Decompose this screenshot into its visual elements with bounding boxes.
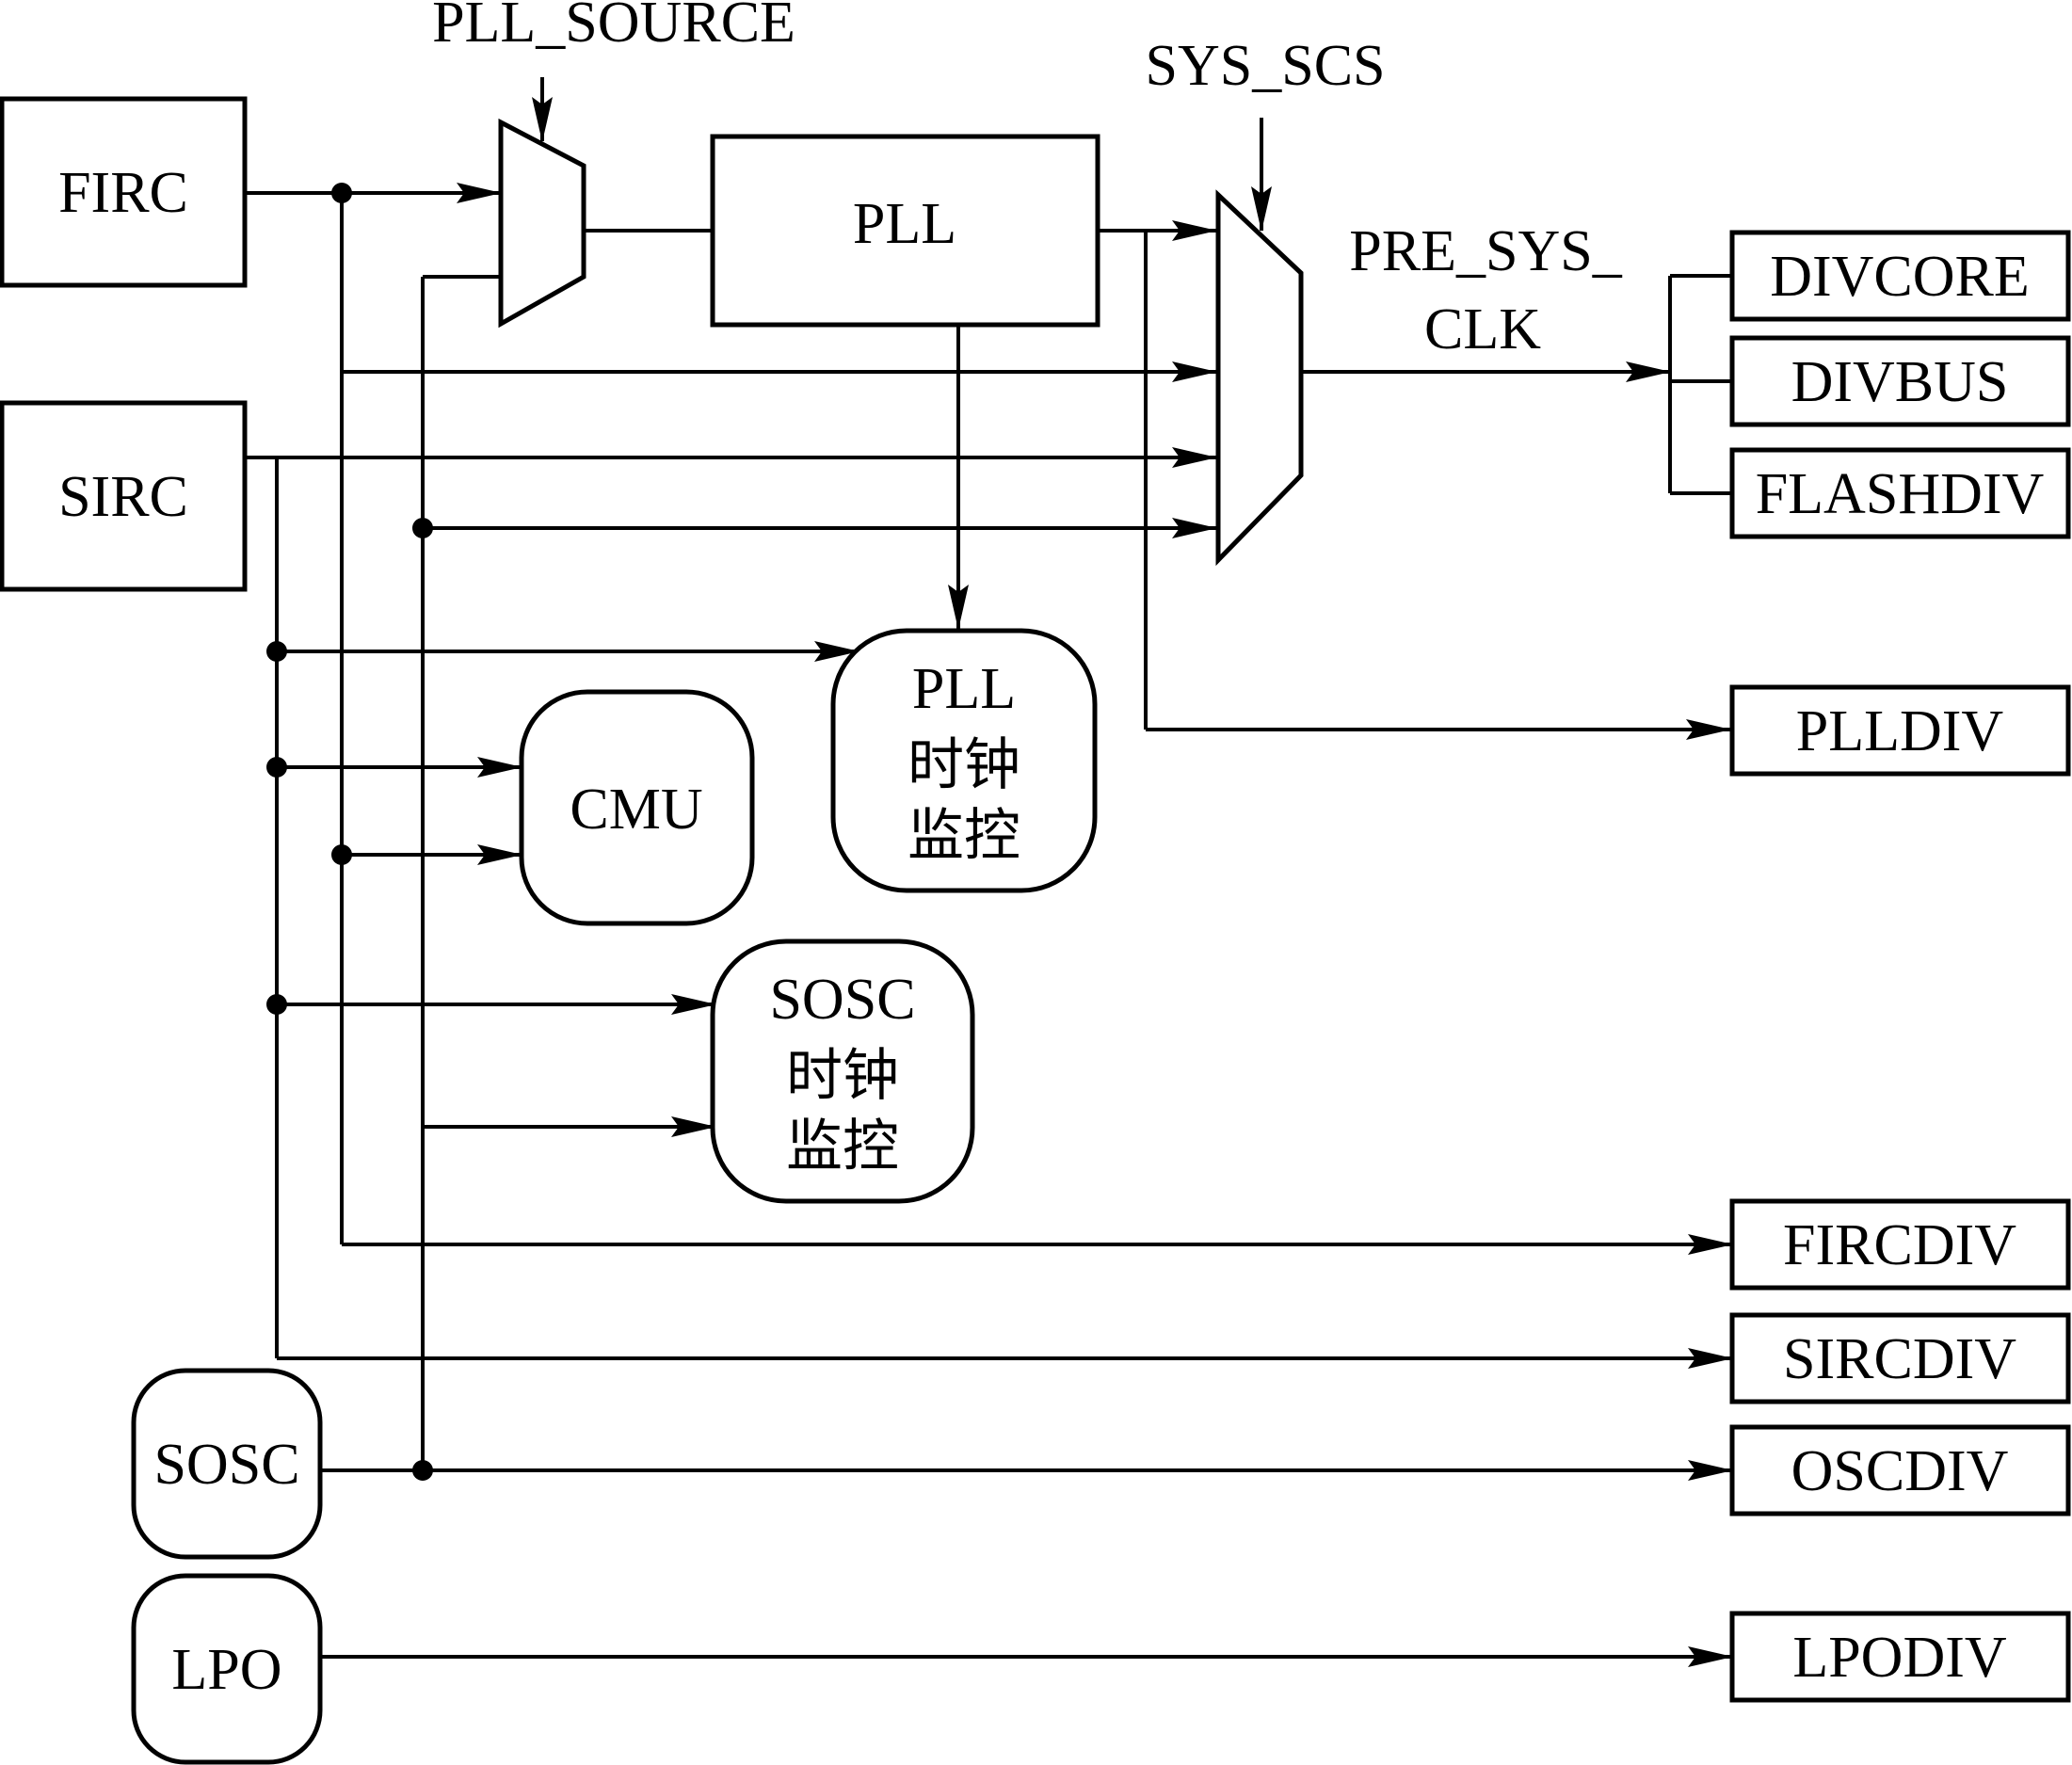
sosc-monitor-line2: 时钟 <box>786 1043 899 1109</box>
wires <box>245 77 1733 1667</box>
pre-sys-clk-line2: CLK <box>1424 297 1541 361</box>
fircdiv-block: FIRCDIV <box>1729 1198 2071 1291</box>
junctions <box>266 183 433 1481</box>
divcore-block: DIVCORE <box>1729 230 2071 322</box>
lpodiv-label: LPODIV <box>1792 1626 2007 1690</box>
cmu-block: CMU <box>519 689 755 926</box>
pll-monitor-line2: 时钟 <box>908 732 1020 798</box>
junction-dot <box>266 994 287 1015</box>
sosc-monitor-line3: 监控 <box>786 1114 899 1179</box>
sircdiv-label: SIRCDIV <box>1783 1327 2016 1391</box>
sosc-label: SOSC <box>153 1433 299 1497</box>
sys-scs-label: SYS_SCS <box>1145 34 1385 98</box>
sosc-monitor-line1: SOSC <box>769 968 915 1032</box>
pll-monitor-line3: 监控 <box>908 803 1020 869</box>
firc-label: FIRC <box>58 161 188 225</box>
divbus-block: DIVBUS <box>1729 335 2071 427</box>
oscdiv-block: OSCDIV <box>1729 1424 2071 1516</box>
junction-dot <box>412 518 433 538</box>
sirc-label: SIRC <box>58 465 188 529</box>
junction-dot <box>331 844 352 865</box>
divbus-label: DIVBUS <box>1791 350 2009 414</box>
plldiv-block: PLLDIV <box>1729 684 2071 777</box>
firc-block: FIRC <box>0 96 248 288</box>
pll-monitor-line1: PLL <box>912 657 1016 721</box>
pll-source-label: PLL_SOURCE <box>432 0 795 55</box>
junction-dot <box>412 1460 433 1481</box>
pre-sys-clk-label: PRE_SYS_ CLK <box>1349 219 1622 361</box>
flashdiv-block: FLASHDIV <box>1729 447 2071 539</box>
junction-dot <box>331 183 352 203</box>
sosc-clock-monitor: SOSC 时钟 监控 <box>710 939 975 1204</box>
cmu-label: CMU <box>570 778 702 842</box>
lpo-label: LPO <box>171 1638 281 1702</box>
junction-dot <box>266 641 287 662</box>
sircdiv-block: SIRCDIV <box>1729 1312 2071 1404</box>
lpodiv-block: LPODIV <box>1729 1611 2071 1703</box>
pll-clock-monitor: PLL 时钟 监控 <box>830 628 1098 893</box>
pre-sys-clk-line1: PRE_SYS_ <box>1349 219 1622 283</box>
lpo-block: LPO <box>131 1573 323 1765</box>
sosc-block: SOSC <box>131 1368 323 1560</box>
oscdiv-label: OSCDIV <box>1791 1439 2009 1503</box>
pll-label: PLL <box>853 192 956 256</box>
pll-block: PLL <box>710 134 1100 328</box>
pll-source-mux: PLL_SOURCE <box>432 0 795 329</box>
plldiv-label: PLLDIV <box>1796 699 2004 763</box>
fircdiv-label: FIRCDIV <box>1783 1213 2016 1277</box>
divcore-label: DIVCORE <box>1770 245 2030 309</box>
junction-dot <box>266 757 287 778</box>
sys-scs-mux: SYS_SCS <box>1145 34 1386 567</box>
sirc-block: SIRC <box>0 400 248 592</box>
flashdiv-label: FLASHDIV <box>1756 462 2045 526</box>
